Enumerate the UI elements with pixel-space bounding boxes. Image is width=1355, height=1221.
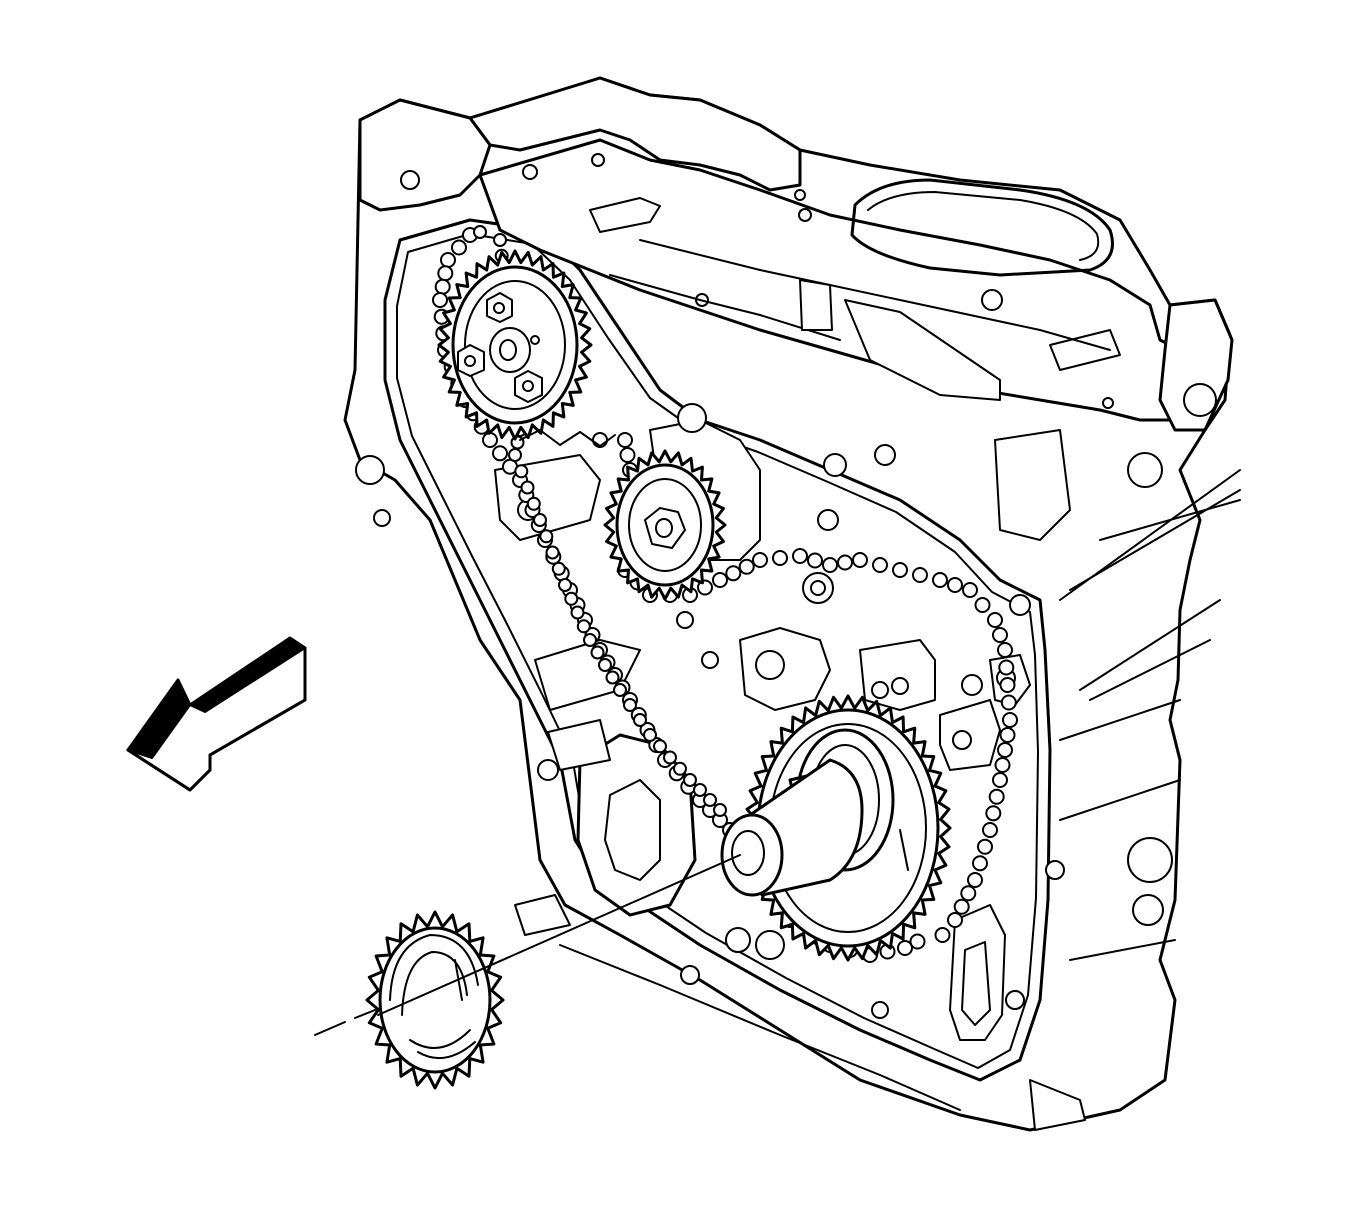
chain-roller	[623, 698, 637, 712]
chain-roller	[947, 912, 963, 928]
chain-roller	[909, 933, 926, 950]
chain-roller	[998, 659, 1015, 676]
chain-roller	[992, 627, 1008, 643]
install-arrow	[126, 636, 307, 792]
chain-roller	[693, 783, 707, 797]
chain-roller	[967, 872, 983, 888]
chain-roller	[988, 788, 1005, 805]
chain-roller	[598, 658, 612, 672]
crankshaft-sprocket	[365, 910, 505, 1090]
chain-roller	[852, 552, 868, 568]
chain-roller	[583, 633, 597, 647]
chain-roller	[792, 548, 808, 564]
chain-roller	[432, 292, 448, 308]
chain-roller	[738, 558, 755, 575]
chain-roller	[713, 803, 727, 817]
chain-roller	[1000, 694, 1017, 711]
chain-roller	[508, 448, 522, 462]
chain-roller	[473, 225, 487, 239]
chain-roller	[539, 529, 554, 544]
chain-roller	[987, 612, 1003, 628]
chain-roller	[822, 557, 838, 573]
chain-roller	[653, 739, 667, 754]
chain-roller	[1002, 712, 1018, 728]
chain-roller	[437, 265, 454, 282]
chain-roller	[932, 572, 948, 588]
chain-roller	[977, 838, 993, 855]
chain-roller	[872, 557, 888, 573]
chain-roller	[752, 552, 768, 568]
chain-roller	[605, 670, 620, 685]
chain-roller	[972, 855, 988, 872]
chain-roller	[434, 278, 451, 295]
chain-roller	[997, 642, 1013, 658]
chain-roller	[994, 757, 1011, 773]
chain-roller	[643, 728, 657, 742]
chain-roller	[482, 432, 498, 448]
chain-roller	[558, 578, 572, 592]
chain-roller	[613, 683, 627, 697]
chain-roller	[683, 773, 697, 787]
cam-bolt	[457, 344, 485, 377]
chain-roller	[576, 619, 591, 634]
chain-roller	[570, 605, 585, 620]
chain-roller	[974, 597, 991, 613]
chain-roller	[992, 772, 1008, 788]
chain-roller	[985, 805, 1002, 822]
cam-bolt	[514, 370, 543, 403]
chain-roller	[982, 822, 998, 838]
chain-roller	[962, 582, 978, 598]
chain-roller	[997, 742, 1013, 758]
chain-roller	[999, 677, 1016, 693]
chain-roller	[545, 545, 560, 560]
chain-roller	[999, 727, 1016, 743]
chain-roller	[619, 447, 636, 463]
chain-roller	[533, 513, 547, 527]
chain-roller	[953, 898, 970, 915]
chain-roller	[526, 496, 541, 511]
chain-roller	[673, 761, 687, 776]
camshaft-sprocket	[437, 249, 616, 447]
casting-details	[494, 403, 1071, 1041]
chain-roller	[564, 591, 579, 606]
alignment-axis	[314, 854, 741, 1036]
chain-roller	[492, 445, 508, 462]
chain-roller	[947, 577, 963, 593]
chain-roller	[960, 885, 977, 902]
chain-roller	[451, 239, 467, 256]
chain-roller	[892, 562, 908, 578]
chain-roller	[551, 561, 566, 576]
chain-roller	[493, 233, 507, 247]
crankshaft-snout	[720, 728, 895, 897]
chain-roller	[772, 550, 788, 566]
chain-roller	[520, 480, 535, 495]
cam-bolt	[486, 292, 513, 323]
chain-roller	[897, 940, 913, 956]
idler-sprocket	[603, 449, 727, 601]
chain-roller	[633, 713, 647, 727]
chain-roller	[837, 554, 853, 571]
chain-roller	[514, 464, 529, 479]
chain-roller	[712, 572, 728, 588]
chain-roller	[663, 750, 677, 765]
chain-roller	[912, 567, 928, 583]
chain-roller	[590, 645, 605, 660]
chain-roller	[807, 552, 823, 569]
chain-roller	[440, 252, 456, 268]
chain-roller	[934, 927, 951, 943]
chain-roller	[703, 793, 717, 807]
chain-roller	[617, 432, 633, 448]
chain-roller	[725, 565, 742, 582]
